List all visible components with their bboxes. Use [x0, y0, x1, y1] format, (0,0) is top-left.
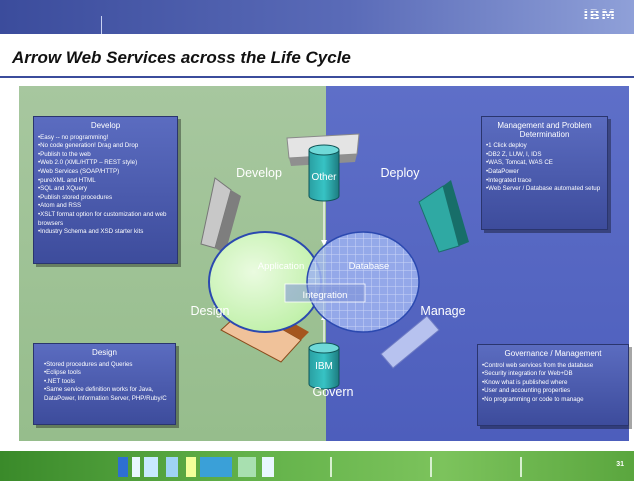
list-item: •SQL and XQuery [38, 185, 88, 193]
slide-title: Arrow Web Services across the Life Cycle [12, 48, 351, 67]
design-heading: Design [92, 348, 117, 357]
list-item: •DataPower [486, 167, 519, 175]
ibm-logo: IBM [583, 8, 616, 24]
venn-label-application: Application [258, 261, 304, 272]
list-item: •Web Services (SOAP/HTTP) [38, 167, 120, 175]
design-list: •Stored procedures and Queries •Eclipse … [34, 361, 175, 404]
list-item: •Stored procedures and Queries [44, 360, 133, 368]
list-item: •Control web services from the database [482, 361, 594, 369]
footer-tile [330, 457, 332, 477]
governance-heading: Governance / Management [504, 349, 602, 358]
list-item: •pureXML and HTML [38, 176, 96, 184]
list-item: •Same service definition works for Java,… [44, 386, 167, 402]
right-lower-arrow [380, 315, 440, 369]
design-panel: Design •Stored procedures and Queries •E… [33, 343, 176, 425]
list-item: •Eclipse tools [44, 369, 81, 377]
footer-tile [186, 457, 196, 477]
develop-panel: Develop •Easy -- no programming! •No cod… [33, 116, 178, 264]
database-circle [306, 231, 420, 333]
diagram-stage: Other IBM Application Database Integrati… [19, 86, 629, 441]
integration-box [284, 283, 366, 303]
list-item: •WAS, Tomcat, WAS CE [486, 159, 553, 167]
list-item: •No code generation! Drag and Drop [38, 142, 139, 150]
list-item: •User and accounting properties [482, 387, 571, 395]
footer-tile [118, 457, 128, 477]
governance-list: •Control web services from the database … [478, 362, 628, 405]
venn-label-database: Database [349, 261, 390, 272]
list-item: •DB2 Z, LUW, I, IDS [486, 150, 542, 158]
phase-label-design: Design [191, 304, 230, 318]
list-item: •Know what is published where [482, 378, 568, 386]
footer-bar: 31 [0, 451, 634, 481]
phase-label-deploy: Deploy [381, 166, 421, 180]
footer-tile [262, 457, 274, 477]
venn-label-integration: Integration [303, 290, 348, 301]
left-upper-arrow-face [215, 190, 241, 254]
develop-list: •Easy -- no programming! •No code genera… [34, 134, 177, 237]
connector-top-arrowhead [321, 240, 327, 246]
footer-tile [166, 457, 178, 477]
management-heading: Management and Problem Determination [497, 121, 592, 139]
header-bar: IBM [0, 0, 634, 34]
phase-label-develop: Develop [236, 166, 282, 180]
develop-heading: Develop [90, 121, 121, 130]
ibm-cylinder [308, 342, 340, 390]
right-upper-arrow-face [443, 180, 469, 246]
phase-label-manage: Manage [420, 304, 465, 318]
footer-tile [132, 457, 140, 477]
governance-panel: Governance / Management •Control web ser… [477, 344, 629, 426]
management-panel: Management and Problem Determination •1 … [481, 116, 608, 230]
list-item: •1 Click deploy [486, 142, 527, 150]
phase-label-govern: Govern [313, 385, 354, 399]
list-item: •Integrated trace [486, 176, 532, 184]
cylinder-label-ibm: IBM [315, 361, 333, 372]
list-item: •.NET tools [44, 377, 75, 385]
list-item: •Web Server / Database automated setup [486, 185, 601, 193]
cylinder-label-other: Other [311, 172, 337, 183]
list-item: •Web 2.0 (XML/HTTP – REST style) [38, 159, 138, 167]
page-number: 31 [616, 461, 624, 468]
list-item: •Easy -- no programming! [38, 133, 109, 141]
list-item: •No programming or code to manage [482, 395, 584, 403]
footer-tile [200, 457, 232, 477]
list-item: •Atom and RSS [38, 202, 82, 210]
ibm-logo-text: IBM [583, 8, 616, 24]
list-item: •Industry Schema and XSD starter kits [38, 228, 144, 236]
management-list: •1 Click deploy •DB2 Z, LUW, I, IDS •WAS… [482, 142, 607, 194]
title-underline [0, 76, 634, 78]
footer-tile [238, 457, 256, 477]
list-item: •XSLT format option for customization an… [38, 210, 167, 227]
header-tick [101, 16, 102, 34]
footer-tile [430, 457, 432, 477]
other-cylinder [308, 144, 340, 202]
footer-tile [520, 457, 522, 477]
list-item: •Security integration for Web+DB [482, 370, 573, 378]
list-item: •Publish stored procedures [38, 193, 113, 201]
footer-tile [144, 457, 158, 477]
lifecycle-diagram: Other IBM Application Database Integrati… [191, 133, 469, 399]
list-item: •Publish to the web [38, 150, 91, 158]
